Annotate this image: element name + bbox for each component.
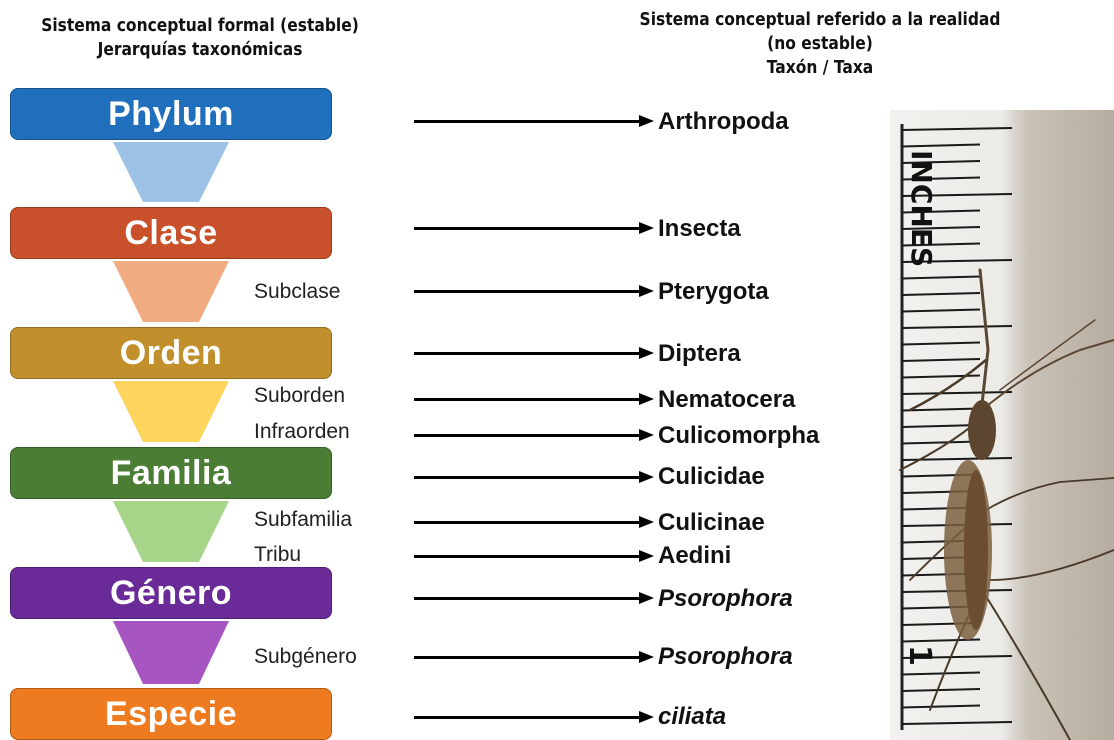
taxon-suborden: Nematocera (658, 386, 795, 414)
subrank-infraorden: Infraorden (254, 420, 350, 444)
mosquito-ruler-photo: INCHES 1 (890, 110, 1114, 740)
rank-especie: Especie (10, 688, 332, 740)
rank-label: Familia (111, 454, 232, 493)
taxon-subgenero: Psorophora (658, 643, 793, 671)
ruler-label: INCHES (905, 150, 938, 267)
not-stable-note: (no estable) (631, 32, 1009, 56)
funnel-orden-familia (113, 381, 229, 442)
subrank-subfamilia: Subfamilia (254, 508, 352, 532)
arrow-subclase (414, 290, 640, 293)
subrank-suborden: Suborden (254, 384, 345, 408)
funnel-clase-orden (113, 261, 229, 322)
arrow-suborden (414, 398, 640, 401)
arrow-especie (414, 716, 640, 719)
arrow-orden (414, 352, 640, 355)
taxon-subclase: Pterygota (658, 278, 769, 306)
rank-orden: Orden (10, 327, 332, 379)
funnel-phylum-clase (113, 142, 229, 202)
rank-clase: Clase (10, 207, 332, 259)
arrow-phylum (414, 120, 640, 123)
arrow-clase (414, 227, 640, 230)
arrow-tribu (414, 555, 640, 558)
taxon-genero: Psorophora (658, 585, 793, 613)
subrank-subclase: Subclase (254, 280, 340, 304)
rank-genero: Género (10, 567, 332, 619)
rank-familia: Familia (10, 447, 332, 499)
arrow-subfamilia (414, 521, 640, 524)
taxon-especie: ciliata (658, 703, 726, 731)
arrow-genero (414, 597, 640, 600)
taxon-tribu: Aedini (658, 542, 731, 570)
rank-label: Especie (105, 695, 237, 734)
rank-phylum: Phylum (10, 88, 332, 140)
funnel-familia-genero (113, 501, 229, 562)
taxon-taxa-label: Taxón / Taxa (631, 56, 1009, 80)
funnel-genero-especie (113, 621, 229, 684)
rank-label: Género (110, 574, 232, 613)
reality-system-title: Sistema conceptual referido a la realida… (631, 8, 1009, 32)
subrank-tribu: Tribu (254, 543, 301, 567)
mosquito-abdomen (964, 470, 988, 630)
ruler-number: 1 (902, 645, 937, 666)
rank-label: Clase (124, 214, 217, 253)
taxon-familia: Culicidae (658, 463, 765, 491)
taxon-clase: Insecta (658, 215, 741, 243)
arrow-familia (414, 476, 640, 479)
taxon-phylum: Arthropoda (658, 108, 789, 136)
rank-label: Orden (120, 334, 223, 373)
subrank-subgenero: Subgénero (254, 645, 357, 669)
taxon-infraorden: Culicomorpha (658, 422, 819, 450)
taxon-orden: Diptera (658, 340, 741, 368)
mosquito-thorax (968, 400, 996, 460)
arrow-infraorden (414, 434, 640, 437)
reality-system-header: Sistema conceptual referido a la realida… (631, 8, 1009, 80)
taxon-subfamilia: Culicinae (658, 509, 765, 537)
arrow-subgenero (414, 656, 640, 659)
rank-label: Phylum (108, 95, 234, 134)
